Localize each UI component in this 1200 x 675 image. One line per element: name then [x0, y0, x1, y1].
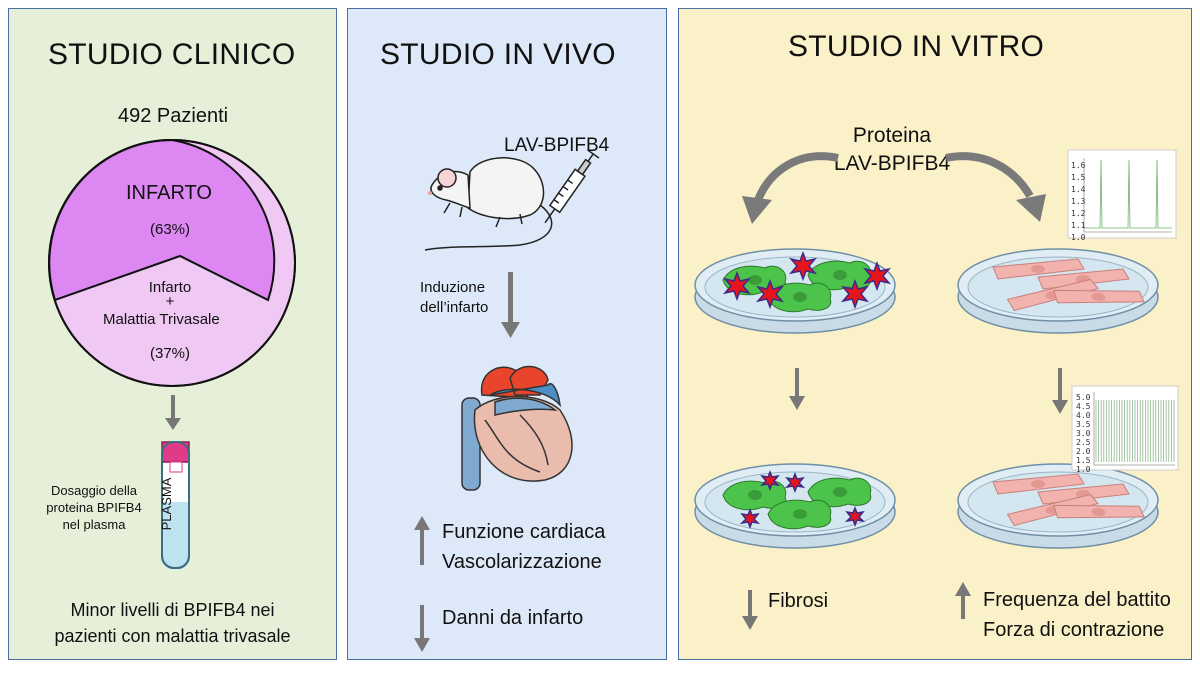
induction-line-1: Induzione [420, 279, 486, 296]
induction-line-2: dell’infarto [420, 299, 489, 316]
curved-arrow-left-icon [742, 152, 839, 224]
in-vivo-study-panel [347, 8, 667, 660]
tick-label: 1.1 [1071, 221, 1086, 230]
fibroblast-dish-bottom [694, 463, 896, 549]
cardiomyocyte-dish-top [957, 248, 1159, 334]
infarct-damage-label: Danni da infarto [442, 607, 584, 629]
tick-label: 3.5 [1076, 420, 1091, 429]
tick-label: 4.5 [1076, 402, 1091, 411]
protein-line-1: Proteina [852, 124, 932, 147]
patients-count: 492 Pazienti [118, 105, 229, 127]
down-arrow-icon [414, 605, 430, 652]
protein-label: Proteina LAV-BPIFB4 [822, 122, 962, 178]
in-vitro-study-panel [678, 8, 1192, 660]
dosage-line-1: Dosaggio della [50, 483, 137, 498]
tick-label: 1.6 [1071, 161, 1086, 170]
vascularization-label: Vascolarizzazione [442, 551, 602, 573]
fibroblast-dish-top [694, 248, 896, 334]
slice-infarct-trivessel-line1: Infarto [148, 279, 192, 296]
fibrosis-label: Fibrosi [768, 590, 829, 612]
slice-infarct-percent: (63%) [150, 221, 191, 238]
in-vitro-study-title: STUDIO IN VITRO [788, 30, 1045, 63]
beat-trace-graph-top-ticks: 1.6 1.5 1.4 1.3 1.2 1.1 1.0 [1071, 161, 1086, 242]
beat-frequency-label: Frequenza del battito [983, 589, 1171, 611]
tick-label: 1.0 [1076, 465, 1091, 474]
beat-trace-graph-top [1067, 149, 1177, 239]
infarct-induction-text: Induzione dell’infarto [420, 278, 488, 318]
beat-trace-graph-bottom-ticks: 5.0 4.5 4.0 3.5 3.0 2.5 2.0 1.5 1.0 [1076, 393, 1091, 474]
down-arrow-icon [501, 272, 520, 338]
tick-label: 1.3 [1071, 197, 1086, 206]
clinical-result-text: Minor livelli di BPIFB4 nei pazienti con… [20, 597, 325, 649]
tick-label: 3.0 [1076, 429, 1091, 438]
in-vivo-increase-text: Funzione cardiaca Vascolarizzazione [442, 517, 605, 577]
up-arrow-icon [414, 516, 430, 565]
slice-infarct-label: INFARTO [126, 182, 212, 204]
result-line-1: Minor livelli di BPIFB4 nei [70, 600, 275, 620]
beat-trace-graph-bottom [1071, 385, 1179, 471]
slice-plus-sign: + [165, 293, 175, 310]
curved-arrow-right-icon [945, 152, 1046, 222]
tick-label: 2.0 [1076, 447, 1091, 456]
result-line-2: pazienti con malattia trivasale [54, 626, 291, 646]
up-arrow-icon [955, 582, 971, 619]
down-arrow-icon [1052, 368, 1068, 414]
syringe-icon [544, 149, 600, 224]
protein-line-2: LAV-BPIFB4 [833, 152, 951, 175]
clinical-study-title: STUDIO CLINICO [48, 38, 296, 71]
tick-label: 1.0 [1071, 233, 1086, 242]
tick-label: 4.0 [1076, 411, 1091, 420]
tick-label: 1.2 [1071, 209, 1086, 218]
in-vivo-study-title: STUDIO IN VIVO [380, 38, 616, 71]
contraction-force-label: Forza di contrazione [983, 619, 1165, 641]
slice-infarct-trivessel-line2: Malattia Trivasale [103, 311, 220, 328]
down-arrow-icon [742, 590, 758, 630]
dosage-text: Dosaggio della proteina BPIFB4 nel plasm… [28, 482, 160, 533]
slice-infarct-trivessel-percent: (37%) [150, 345, 191, 362]
injection-label: LAV-BPIFB4 [504, 135, 610, 156]
tick-label: 1.5 [1076, 456, 1091, 465]
down-arrow-icon [165, 395, 181, 430]
down-arrow-icon [789, 368, 805, 410]
dosage-line-3: nel plasma [62, 517, 126, 532]
tick-label: 2.5 [1076, 438, 1091, 447]
dosage-line-2: proteina BPIFB4 [46, 500, 142, 515]
tick-label: 1.5 [1071, 173, 1086, 182]
mouse-icon [424, 157, 553, 251]
cardiac-function-label: Funzione cardiaca [442, 521, 606, 543]
tick-label: 5.0 [1076, 393, 1091, 402]
cardiomyocyte-dish-bottom [957, 463, 1159, 549]
heart-icon [461, 365, 573, 491]
plasma-tube-icon [161, 441, 190, 569]
tick-label: 1.4 [1071, 185, 1086, 194]
in-vitro-increase-text: Frequenza del battito Forza di contrazio… [983, 585, 1171, 645]
